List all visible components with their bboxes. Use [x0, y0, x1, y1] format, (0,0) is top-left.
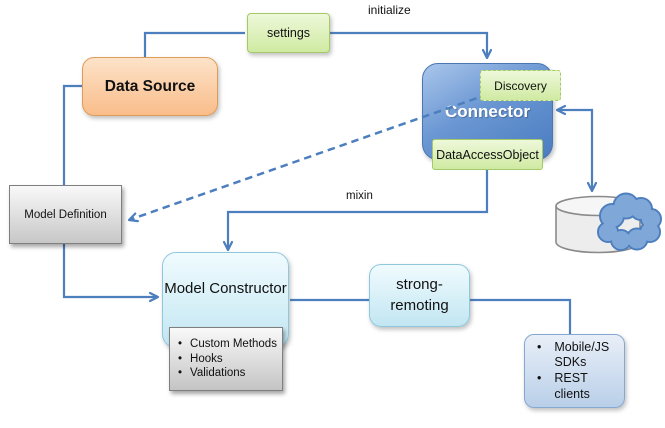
bullet-icon: • — [537, 339, 542, 354]
node-data-source-label: Data Source — [104, 77, 196, 95]
bullet-icon: • — [537, 371, 542, 385]
feature-item-label: Custom Methods — [190, 338, 277, 351]
node-discovery: Discovery — [480, 70, 561, 101]
label-initialize: initialize — [368, 3, 411, 17]
bullet-icon: • — [178, 338, 183, 351]
bullet-icon: • — [178, 352, 183, 365]
edge-datasource-to-settings — [143, 31, 245, 57]
model-features-box: • Custom Methods • Hooks • Validations — [169, 327, 283, 391]
node-clients: • Mobile/JS SDKs • REST clients — [524, 334, 625, 408]
edge-mixin-to-constructor — [222, 170, 489, 252]
node-discovery-label: Discovery — [494, 78, 547, 93]
node-settings: settings — [247, 13, 330, 53]
edge-remoting-to-clients — [470, 298, 572, 334]
edge-connector-database — [555, 104, 598, 193]
client-item: • REST clients — [537, 371, 622, 402]
node-model-definition: Model Definition — [9, 185, 122, 244]
database-cylinder-icon — [555, 195, 641, 254]
node-strong-remoting-label: strong-remoting — [390, 276, 449, 314]
node-connector-label: Connector — [445, 101, 530, 121]
label-mixin: mixin — [346, 190, 373, 202]
node-model-constructor-label: Model Constructor — [164, 280, 287, 297]
node-data-source: Data Source — [82, 57, 218, 116]
feature-item: • Hooks — [178, 352, 223, 366]
feature-item: • Custom Methods — [178, 337, 277, 351]
cloud-icon — [597, 192, 662, 251]
edge-initialize-to-connector — [330, 31, 493, 60]
feature-item-label: Validations — [190, 367, 246, 380]
node-model-definition-label: Model Definition — [24, 208, 107, 221]
node-data-access-object-label: DataAccessObject — [436, 147, 539, 162]
node-settings-label: settings — [266, 26, 311, 40]
bullet-icon: • — [178, 367, 183, 380]
node-data-access-object: DataAccessObject — [432, 139, 543, 170]
node-strong-remoting: strong-remoting — [369, 264, 470, 327]
client-item-label: Mobile/JS SDKs — [554, 339, 610, 370]
feature-item-label: Hooks — [190, 352, 223, 365]
client-item: • Mobile/JS SDKs — [537, 340, 622, 371]
client-item-label: REST clients — [554, 371, 590, 401]
feature-item: • Validations — [178, 366, 245, 380]
